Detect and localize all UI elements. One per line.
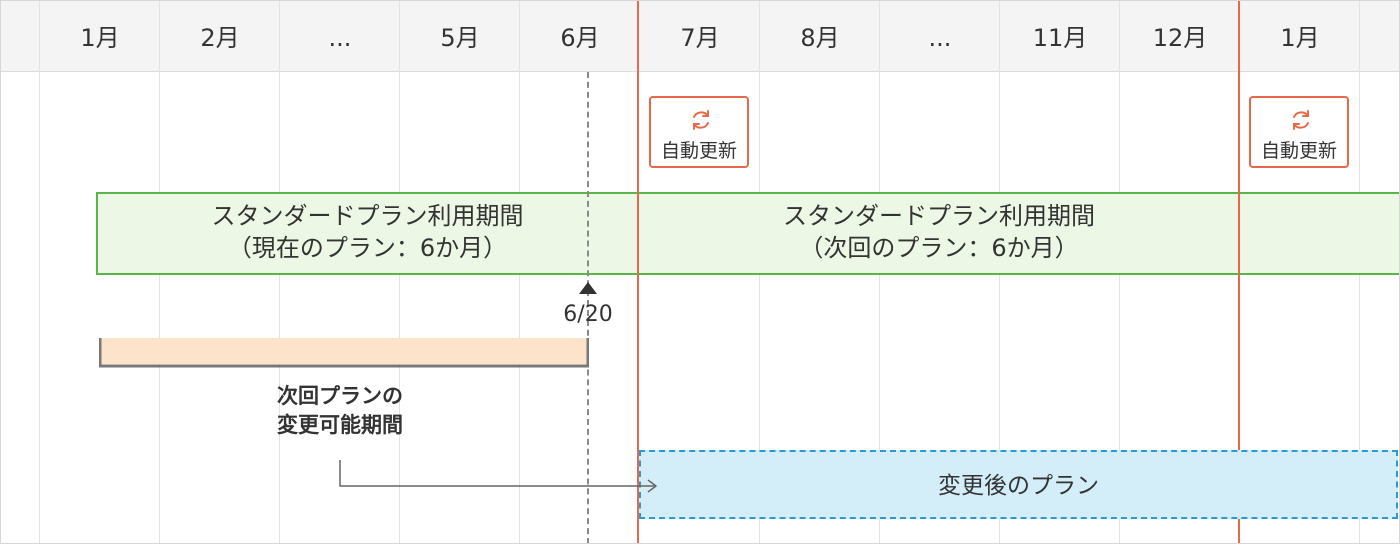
change-period-label: 次回プランの 変更可能期間 [240, 382, 440, 440]
grid-line [39, 0, 40, 544]
current-plan-subtitle: （現在のプラン：6か月） [227, 234, 508, 262]
month-label-jun: 6月 [560, 24, 600, 52]
new-plan-box: 変更後のプラン [639, 450, 1398, 519]
plan-period-band [96, 192, 1400, 275]
change-period-bracket [99, 338, 589, 368]
month-label-ellipsis: ... [328, 24, 352, 52]
renewal-line [1238, 0, 1240, 544]
next-plan-subtitle: （次回のプラン：6か月） [799, 234, 1079, 262]
marker-date-label: 6/20 [563, 302, 613, 327]
month-label-nov: 11月 [1032, 24, 1088, 52]
triangle-up-icon [579, 282, 597, 294]
refresh-icon [693, 110, 709, 130]
change-period-line2: 変更可能期間 [277, 413, 403, 437]
month-label-may: 5月 [440, 24, 480, 52]
next-plan-title: スタンダードプラン利用期間 [783, 202, 1095, 230]
month-label-jan: 1月 [80, 24, 120, 52]
month-label-ellipsis: ... [928, 24, 952, 52]
current-plan-label: スタンダードプラン利用期間 （現在のプラン：6か月） [97, 200, 638, 264]
auto-renewal-badge: 自動更新 [1249, 96, 1349, 168]
change-deadline-line [587, 72, 589, 544]
auto-renewal-label: 自動更新 [1260, 140, 1337, 162]
refresh-icon [1293, 110, 1309, 130]
month-label-aug: 8月 [800, 24, 840, 52]
arrow-right-icon [339, 460, 657, 493]
month-header: 1月 2月 ... 5月 6月 7月 8月 ... 11月 12月 1月 [0, 0, 1400, 72]
month-label-jul: 7月 [680, 24, 720, 52]
auto-renewal-label: 自動更新 [660, 140, 737, 162]
renewal-line [637, 0, 639, 544]
month-label-dec: 12月 [1152, 24, 1208, 52]
next-plan-label: スタンダードプラン利用期間 （次回のプラン：6か月） [639, 200, 1239, 264]
change-period-line1: 次回プランの [277, 384, 403, 408]
current-plan-title: スタンダードプラン利用期間 [211, 202, 524, 230]
month-label-feb: 2月 [200, 24, 240, 52]
change-period-bar [99, 338, 589, 364]
month-label-jan-next: 1月 [1280, 24, 1320, 52]
auto-renewal-badge: 自動更新 [649, 96, 749, 168]
